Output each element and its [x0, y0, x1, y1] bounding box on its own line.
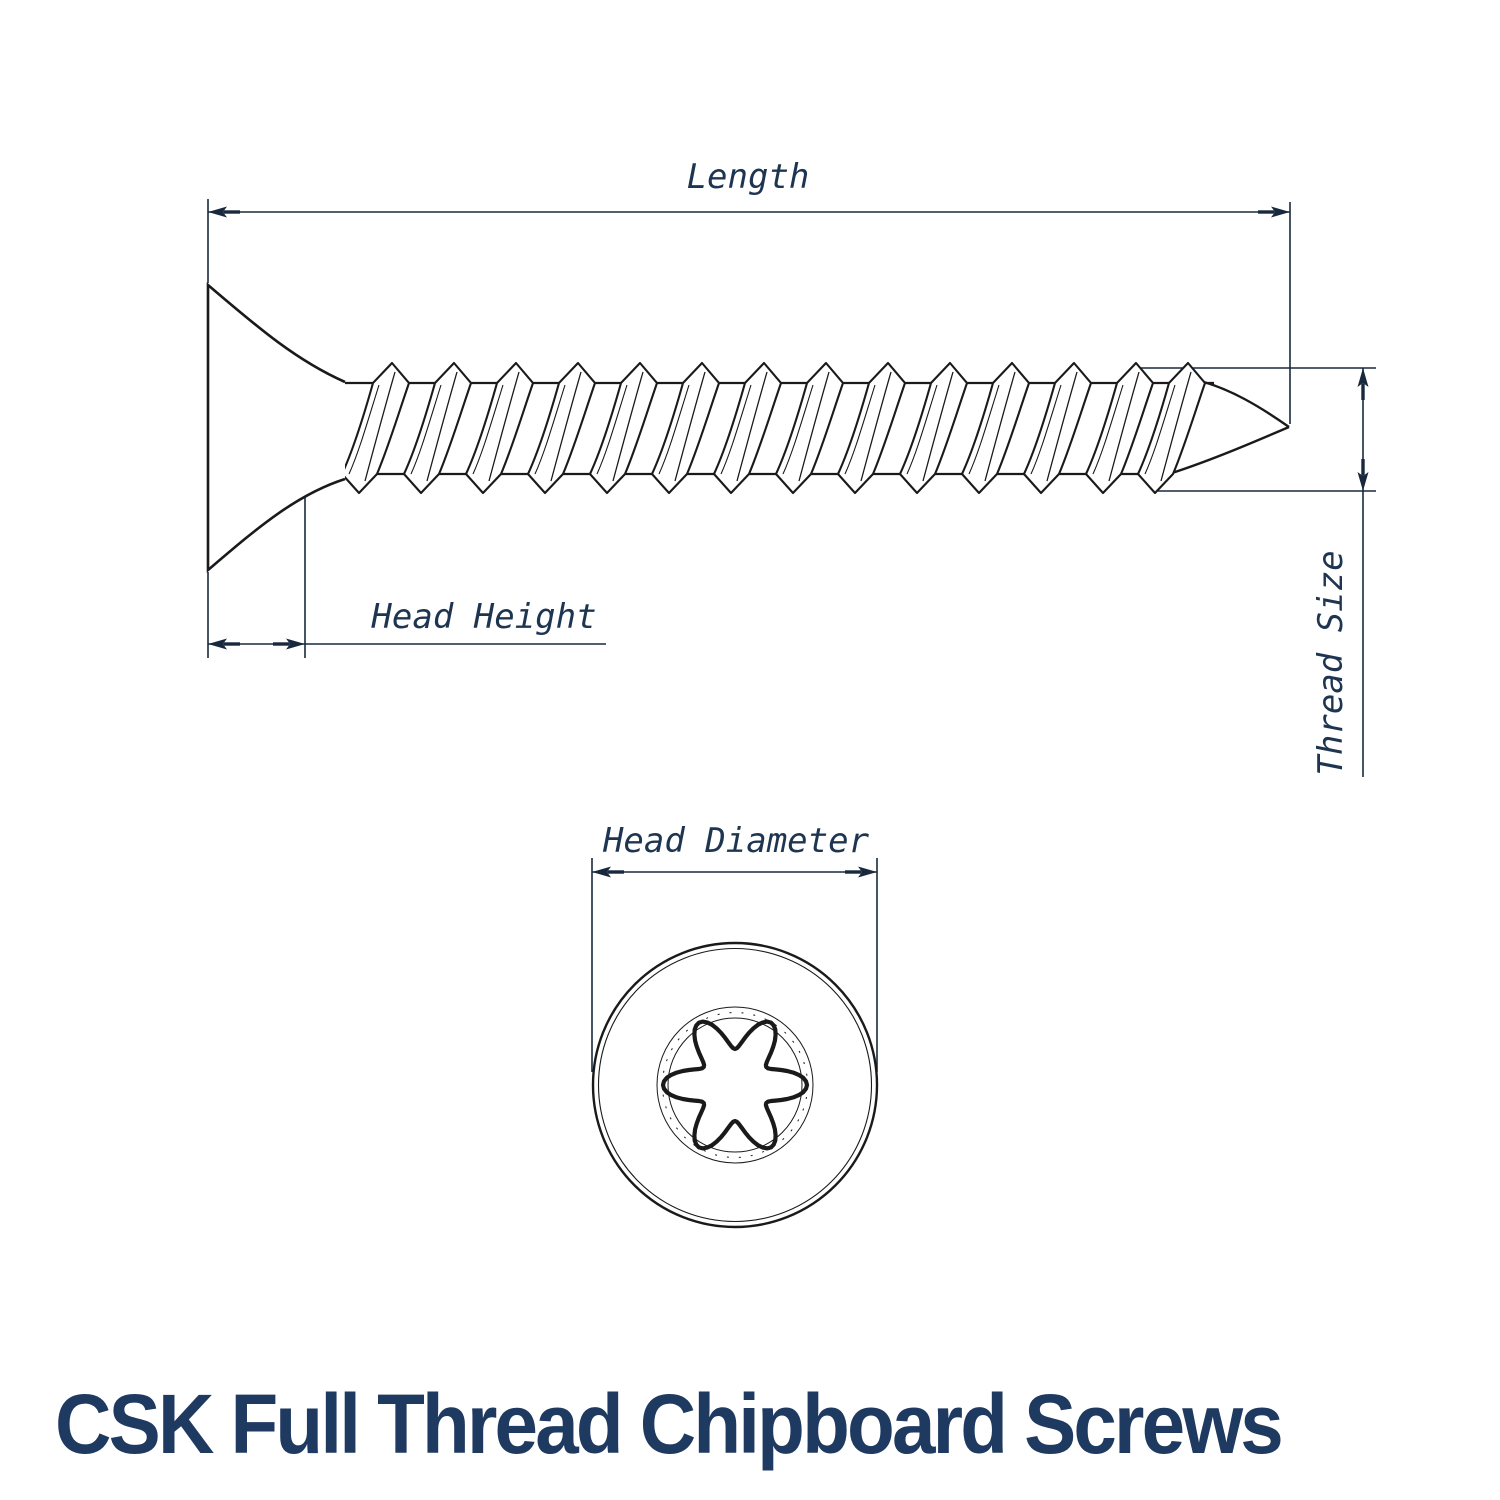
- head-diameter-dimension: [591, 858, 878, 1072]
- length-label: Length: [686, 157, 810, 197]
- thread-size-dimension: [1140, 367, 1376, 777]
- torx-head-top-view-icon: [591, 941, 879, 1229]
- head-height-label: Head Height: [371, 597, 597, 637]
- csk-screw-side-view-icon: [206, 282, 1290, 573]
- thread-size-label: Thread Size: [1310, 550, 1351, 776]
- page-title: CSK Full Thread Chipboard Screws: [55, 1377, 1284, 1471]
- dimension-arrowheads: [208, 206, 1369, 878]
- head-diameter-label: Head Diameter: [602, 821, 870, 861]
- length-dimension: [207, 199, 1291, 424]
